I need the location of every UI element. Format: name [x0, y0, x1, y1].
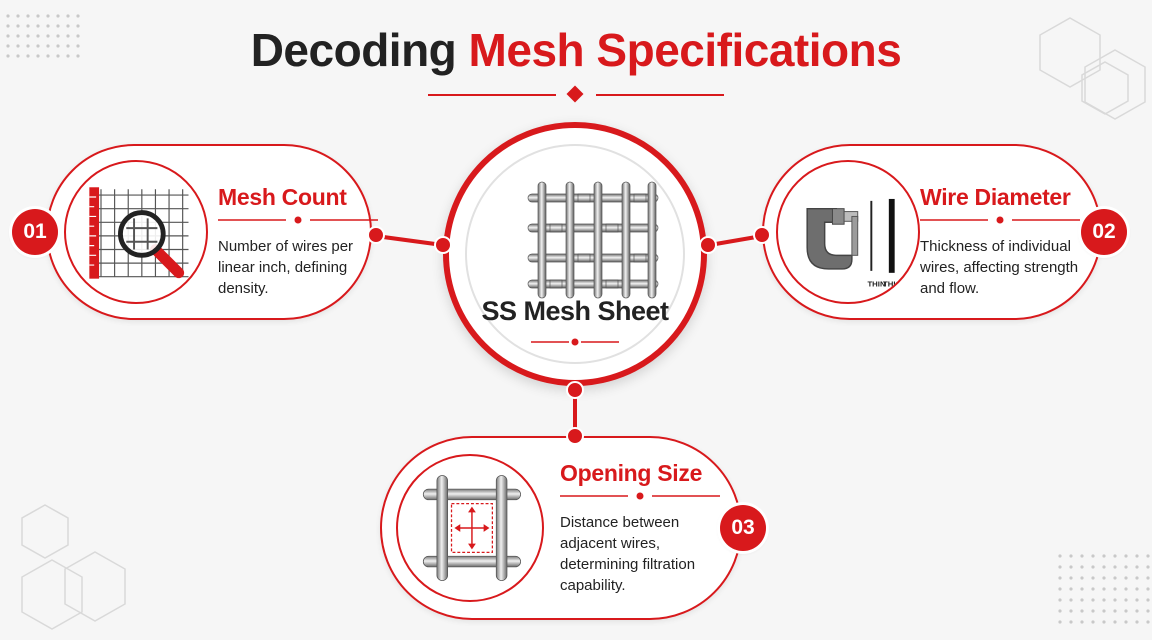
- title-part-2: Mesh Specifications: [468, 24, 902, 76]
- step-badge-01: 01: [12, 209, 58, 255]
- wire-diameter-card: THIN THICK Wire Diameter Thickness of in…: [762, 144, 1102, 320]
- magnifier-grid-icon: [64, 160, 208, 304]
- page-title: Decoding Mesh Specifications: [0, 24, 1152, 76]
- wire-diameter-description: Thickness of individual wires, affecting…: [920, 238, 1079, 297]
- micrometer-icon: THIN THICK: [776, 160, 920, 304]
- heading-divider: [920, 216, 1080, 224]
- thin-label: THIN: [867, 279, 886, 288]
- wire-diameter-heading: Wire Diameter: [920, 184, 1071, 210]
- step-badge-02: 02: [1081, 209, 1127, 255]
- center-hub: SS Mesh Sheet: [443, 122, 707, 386]
- step-badge-03: 03: [720, 505, 766, 551]
- thick-label: THICK: [883, 279, 907, 288]
- opening-size-card: Opening Size Distance between adjacent w…: [380, 436, 742, 620]
- wire-mesh-icon: [527, 181, 659, 299]
- mesh-count-heading: Mesh Count: [218, 184, 347, 210]
- opening-size-heading: Opening Size: [560, 460, 703, 486]
- center-inner-circle: [465, 144, 685, 364]
- title-part-1: Decoding: [250, 24, 457, 76]
- center-label: SS Mesh Sheet: [481, 296, 669, 326]
- heading-divider: [560, 492, 720, 500]
- center-divider: [531, 338, 619, 346]
- mesh-count-description: Number of wires per linear inch, definin…: [218, 238, 354, 297]
- mesh-count-card: Mesh Count Number of wires per linear in…: [46, 144, 378, 320]
- mesh-opening-icon: [396, 454, 544, 602]
- opening-size-description: Distance between adjacent wires, determi…: [560, 514, 696, 594]
- heading-divider: [218, 216, 378, 224]
